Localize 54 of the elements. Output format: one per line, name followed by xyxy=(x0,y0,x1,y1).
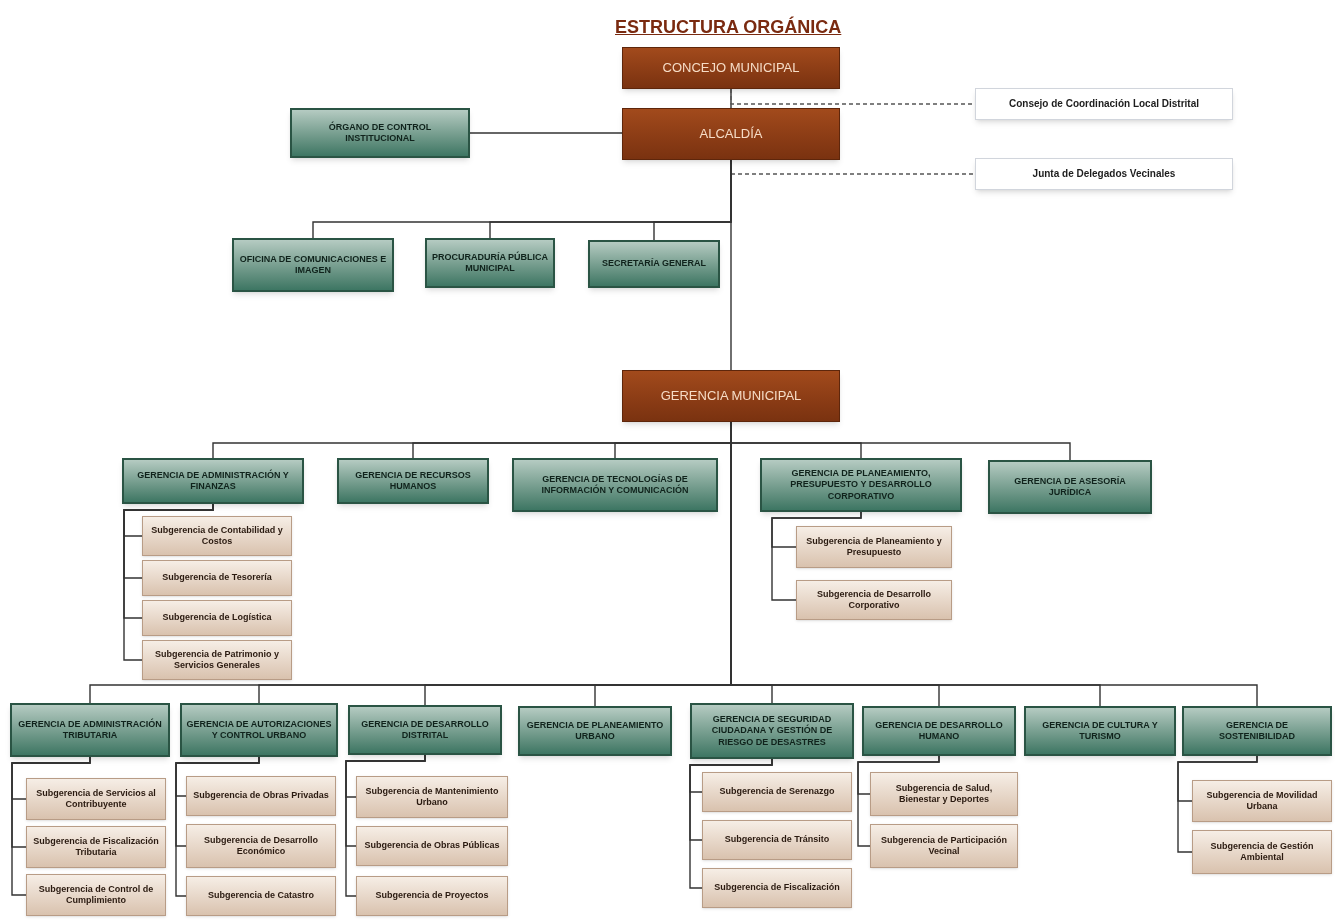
sub-department-box: Subgerencia de Patrimonio y Servicios Generales xyxy=(142,640,292,680)
department-box: GERENCIA DE PLANEAMIENTO URBANO xyxy=(518,706,672,756)
sub-department-box: Subgerencia de Contabilidad y Costos xyxy=(142,516,292,556)
council-box: Consejo de Coordinación Local Distrital xyxy=(975,88,1233,120)
department-box: GERENCIA DE ADMINISTRACIÓN Y FINANZAS xyxy=(122,458,304,504)
org-box: GERENCIA MUNICIPAL xyxy=(622,370,840,422)
sub-department-box: Subgerencia de Tesorería xyxy=(142,560,292,596)
connector-line xyxy=(857,755,940,847)
sub-department-box: Subgerencia de Logística xyxy=(142,600,292,636)
department-box: GERENCIA DE PLANEAMIENTO, PRESUPUESTO Y DESARROLLO CORPORATIVO xyxy=(760,458,962,512)
sub-department-box: Subgerencia de Planeamiento y Presupuesto xyxy=(796,526,952,568)
sub-department-box: Subgerencia de Desarrollo Económico xyxy=(186,824,336,868)
department-box: PROCURADURÍA PÚBLICA MUNICIPAL xyxy=(425,238,555,288)
sub-department-box: Subgerencia de Control de Cumplimiento xyxy=(26,874,166,916)
department-box: GERENCIA DE ADMINISTRACIÓN TRIBUTARIA xyxy=(10,703,170,757)
department-box: GERENCIA DE SEGURIDAD CIUDADANA Y GESTIÓN DE RIESGO DE DESASTRES xyxy=(690,703,854,759)
sub-department-box: Subgerencia de Proyectos xyxy=(356,876,508,916)
sub-department-box: Subgerencia de Desarrollo Corporativo xyxy=(796,580,952,620)
department-box: OFICINA DE COMUNICACIONES E IMAGEN xyxy=(232,238,394,292)
council-box: Junta de Delegados Vecinales xyxy=(975,158,1233,190)
connector-line xyxy=(345,754,426,897)
department-box: GERENCIA DE RECURSOS HUMANOS xyxy=(337,458,489,504)
sub-department-box: Subgerencia de Salud, Bienestar y Deportes xyxy=(870,772,1018,816)
connector-line xyxy=(175,756,260,897)
department-box: GERENCIA DE ASESORÍA JURÍDICA xyxy=(988,460,1152,514)
department-box: GERENCIA DE DESARROLLO DISTRITAL xyxy=(348,705,502,755)
sub-department-box: Subgerencia de Mantenimiento Urbano xyxy=(356,776,508,818)
org-box: CONCEJO MUNICIPAL xyxy=(622,47,840,89)
sub-department-box: Subgerencia de Fiscalización Tributaria xyxy=(26,826,166,868)
sub-department-box: Subgerencia de Serenazgo xyxy=(702,772,852,812)
connector-line xyxy=(11,756,91,896)
sub-department-box: Subgerencia de Gestión Ambiental xyxy=(1192,830,1332,874)
sub-department-box: Subgerencia de Obras Privadas xyxy=(186,776,336,816)
sub-department-box: Subgerencia de Fiscalización xyxy=(702,868,852,908)
department-box: SECRETARÍA GENERAL xyxy=(588,240,720,288)
department-box: GERENCIA DE TECNOLOGÍAS DE INFORMACIÓN Y COMUNICACIÓN xyxy=(512,458,718,512)
sub-department-box: Subgerencia de Servicios al Contribuyente xyxy=(26,778,166,820)
department-box: GERENCIA DE DESARROLLO HUMANO xyxy=(862,706,1016,756)
connector-line xyxy=(689,758,773,889)
sub-department-box: Subgerencia de Participación Vecinal xyxy=(870,824,1018,868)
department-box: ÓRGANO DE CONTROL INSTITUCIONAL xyxy=(290,108,470,158)
connector-line xyxy=(771,511,862,601)
department-box: GERENCIA DE CULTURA Y TURISMO xyxy=(1024,706,1176,756)
org-box: ALCALDÍA xyxy=(622,108,840,160)
department-box: GERENCIA DE SOSTENIBILIDAD xyxy=(1182,706,1332,756)
sub-department-box: Subgerencia de Tránsito xyxy=(702,820,852,860)
connector-line xyxy=(730,159,732,371)
connector-line xyxy=(1177,755,1258,853)
chart-title: ESTRUCTURA ORGÁNICA xyxy=(615,15,842,39)
sub-department-box: Subgerencia de Movilidad Urbana xyxy=(1192,780,1332,822)
connector-line xyxy=(469,132,623,134)
sub-department-box: Subgerencia de Catastro xyxy=(186,876,336,916)
department-box: GERENCIA DE AUTORIZACIONES Y CONTROL URBANO xyxy=(180,703,338,757)
sub-department-box: Subgerencia de Obras Públicas xyxy=(356,826,508,866)
